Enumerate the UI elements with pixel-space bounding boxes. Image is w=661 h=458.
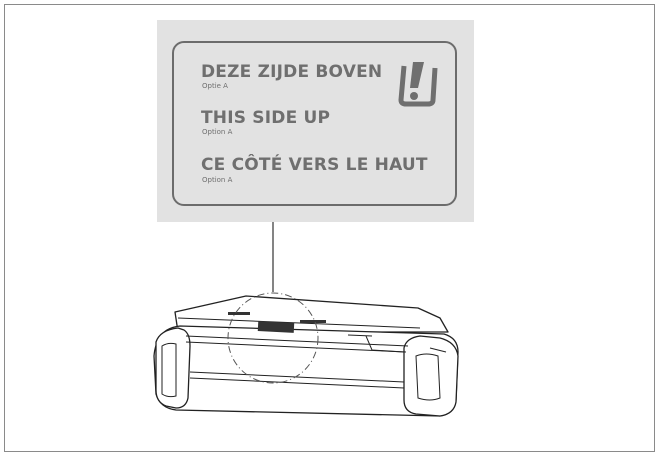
label-title-dutch: DEZE ZIJDE BOVEN: [201, 62, 383, 82]
printer-label: [228, 312, 326, 333]
printer-body: [153, 295, 459, 417]
this-side-up-icon: [398, 58, 438, 110]
label-subtitle-dutch: Optie A: [202, 82, 228, 90]
this-side-up-label: [172, 41, 457, 206]
label-subtitle-english: Option A: [202, 128, 233, 136]
label-title-french: CE CÔTÉ VERS LE HAUT: [201, 155, 428, 175]
printer-detail-lines: [161, 317, 447, 401]
detail-circle: [227, 292, 319, 384]
label-subtitle-french: Option A: [202, 176, 233, 184]
label-title-english: THIS SIDE UP: [201, 108, 331, 128]
